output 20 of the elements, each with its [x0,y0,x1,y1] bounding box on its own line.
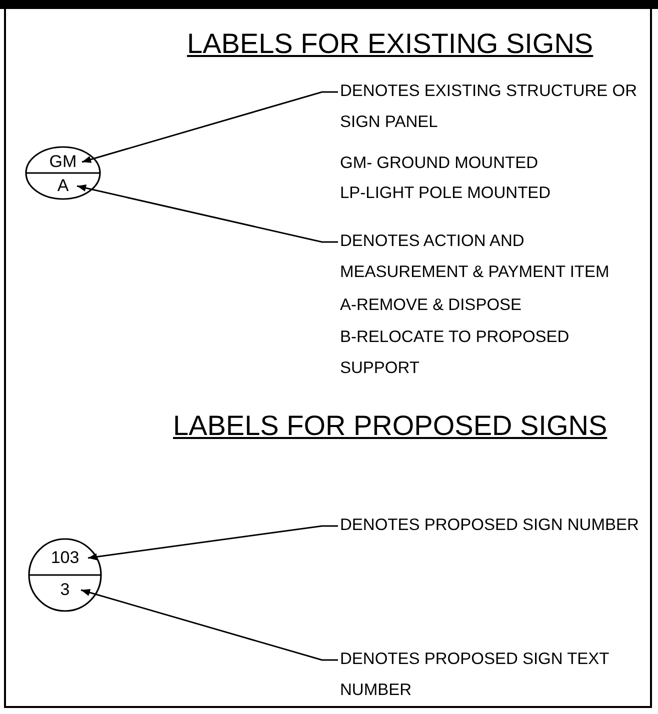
callout-text: DENOTES PROPOSED SIGN NUMBER [340,510,645,541]
leader-line [76,184,338,243]
symbol-text: A [50,176,76,196]
note-text: GM- GROUND MOUNTED [340,153,539,174]
note-text: A-REMOVE & DISPOSE [340,295,523,316]
section-heading: LABELS FOR PROPOSED SIGNS [173,410,608,442]
circle-symbol [28,538,102,612]
note-text: B-RELOCATE TO PROPOSED SUPPORT [340,327,570,379]
ellipse-symbol [25,146,101,200]
callout-text: DENOTES EXISTING STRUCTURE OR SIGN PANEL [340,76,645,138]
note-text: LP-LIGHT POLE MOUNTED [340,183,552,204]
symbol-text: 3 [50,580,80,600]
leader-line [82,91,338,163]
leader-line [88,525,338,560]
callout-text: DENOTES PROPOSED SIGN TEXT NUMBER [340,644,645,706]
section-heading: LABELS FOR EXISTING SIGNS [187,28,594,60]
leader-line [80,589,338,661]
callout-text: DENOTES ACTION AND MEASUREMENT & PAYMENT ITEM [340,226,645,288]
symbol-text: GM [45,152,81,172]
symbol-text: 103 [43,548,87,568]
